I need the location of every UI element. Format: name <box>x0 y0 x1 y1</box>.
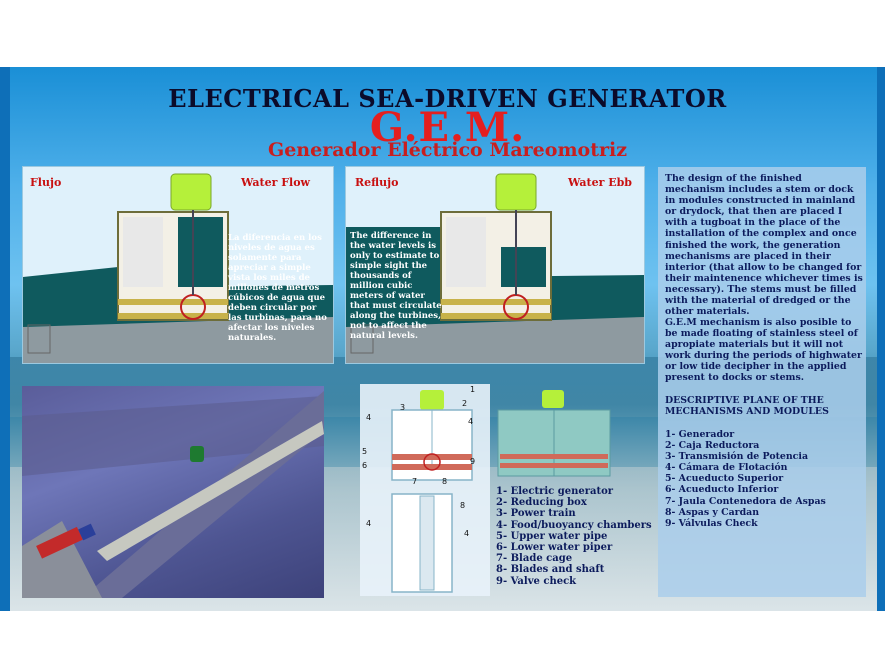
elevation-lower-pipe <box>500 463 608 468</box>
ebb-note: The difference in the water levels is on… <box>350 231 442 341</box>
legend-spanish: 1- Generador 2- Caja Reductora 3- Transm… <box>665 429 865 529</box>
module-elevation <box>496 388 614 480</box>
upper-water-area <box>22 396 324 476</box>
label-water-flow: Water Flow <box>241 176 311 189</box>
mechanism-schematic: 1 2 3 4 4 5 6 7 8 9 4 8 4 <box>360 384 490 596</box>
legend-item: 8- Aspas y Cardan <box>665 506 760 518</box>
poster-acronym: G.E.M. <box>369 104 526 151</box>
callout-4b: 4 <box>468 417 473 426</box>
legend-item: 4- Food/buoyancy chambers <box>496 519 652 531</box>
legend-item: 6- Lower water piper <box>496 542 613 554</box>
generator-module <box>190 446 204 462</box>
shore-rock <box>22 521 102 598</box>
legend-item: 4- Cámara de Flotación <box>665 462 788 474</box>
water-ebb-diagram <box>346 173 644 363</box>
callout-2: 2 <box>462 399 467 408</box>
buoyancy-chamber <box>446 217 486 287</box>
description-paragraph-1: The design of the finished mechanism inc… <box>665 173 863 318</box>
chamber-water <box>501 247 546 287</box>
legend-item: 5- Acueducto Superior <box>665 473 784 485</box>
schematic-section-shaft <box>419 495 435 591</box>
poster-subtitle: Generador Eléctrico Mareomotriz <box>267 139 628 161</box>
legend-item: 9- Valve check <box>496 575 577 587</box>
module-elevation-drawing <box>497 390 611 477</box>
schematic-blades-icon <box>423 453 441 471</box>
lower-pipe <box>441 313 551 319</box>
callout-6: 6 <box>362 461 367 470</box>
legend-item: 3- Power train <box>496 508 576 520</box>
elevation-generator-icon <box>542 390 564 408</box>
legend-item: 9- Válvulas Check <box>665 517 758 529</box>
description-panel: The design of the finished mechanism inc… <box>658 167 866 597</box>
elevation-upper-pipe <box>500 454 608 459</box>
upper-pipe <box>118 299 228 305</box>
callout-4c: 4 <box>366 519 371 528</box>
dock-render-image <box>22 386 324 598</box>
callout-4: 4 <box>366 413 371 422</box>
legend-item: 3- Transmisión de Potencia <box>665 451 809 463</box>
callout-3: 3 <box>400 403 405 412</box>
lower-pipe <box>118 313 228 319</box>
callout-7: 7 <box>412 477 417 486</box>
chamber-water <box>178 217 223 287</box>
dock-render-drawing <box>22 391 324 598</box>
description-paragraph-2: G.E.M mechanism is also posible to be ma… <box>665 317 862 384</box>
water-flow-panel: Flujo Water Flow La diferencia en los ni… <box>22 166 334 364</box>
water-flow-diagram <box>23 173 333 363</box>
label-water-ebb: Water Ebb <box>568 176 632 189</box>
legend-item: 6- Acueducto Inferior <box>665 484 779 496</box>
legend-item: 1- Electric generator <box>496 486 614 497</box>
scale-box <box>27 324 51 354</box>
generator-icon <box>170 173 212 211</box>
legend-item: 7- Blade cage <box>496 553 573 565</box>
truck-cab <box>78 523 96 541</box>
legend-item: 2- Reducing box <box>496 497 587 509</box>
label-reflujo: Reflujo <box>355 176 399 189</box>
legend-item: 2- Caja Reductora <box>665 440 760 452</box>
schematic-lower-pipe <box>392 464 472 470</box>
dock-walkway <box>97 421 324 561</box>
callout-1: 1 <box>470 385 475 394</box>
callout-8: 8 <box>442 477 447 486</box>
buoyancy-chamber <box>123 217 163 287</box>
callout-8b: 8 <box>460 501 465 510</box>
flow-note: La diferencia en los niveles de agua es … <box>228 233 327 343</box>
label-flujo: Flujo <box>30 176 62 189</box>
legend-item: 7- Jaula Contenedora de Aspas <box>665 495 826 507</box>
poster-right-border <box>877 67 885 611</box>
callout-9: 9 <box>470 457 475 466</box>
scale-box <box>350 324 374 354</box>
poster-left-border <box>0 67 10 611</box>
generator-icon <box>495 173 537 211</box>
seabed <box>346 317 644 363</box>
poster-title: ELECTRICAL SEA-DRIVEN GENERATOR <box>168 84 727 113</box>
truck-trailer <box>36 526 83 559</box>
legend-english: 1- Electric generator 2- Reducing box 3-… <box>496 486 652 587</box>
legend-item: 1- Generador <box>665 429 735 440</box>
water-ebb-panel: Reflujo Water Ebb The difference in the … <box>345 166 645 364</box>
upper-pipe <box>441 299 551 305</box>
seabed <box>23 317 333 363</box>
schematic-generator-icon <box>420 390 444 410</box>
legend-item: 8- Blades and shaft <box>496 564 605 576</box>
mechanism-drawing: 1 2 3 4 4 5 6 7 8 9 4 8 4 <box>362 385 475 593</box>
descriptive-plane-heading: DESCRIPTIVE PLANE OF THE MECHANISMS AND … <box>665 395 829 418</box>
callout-5: 5 <box>362 447 367 456</box>
callout-4d: 4 <box>464 529 469 538</box>
legend-item: 5- Upper water pipe <box>496 530 608 542</box>
schematic-upper-pipe <box>392 454 472 460</box>
